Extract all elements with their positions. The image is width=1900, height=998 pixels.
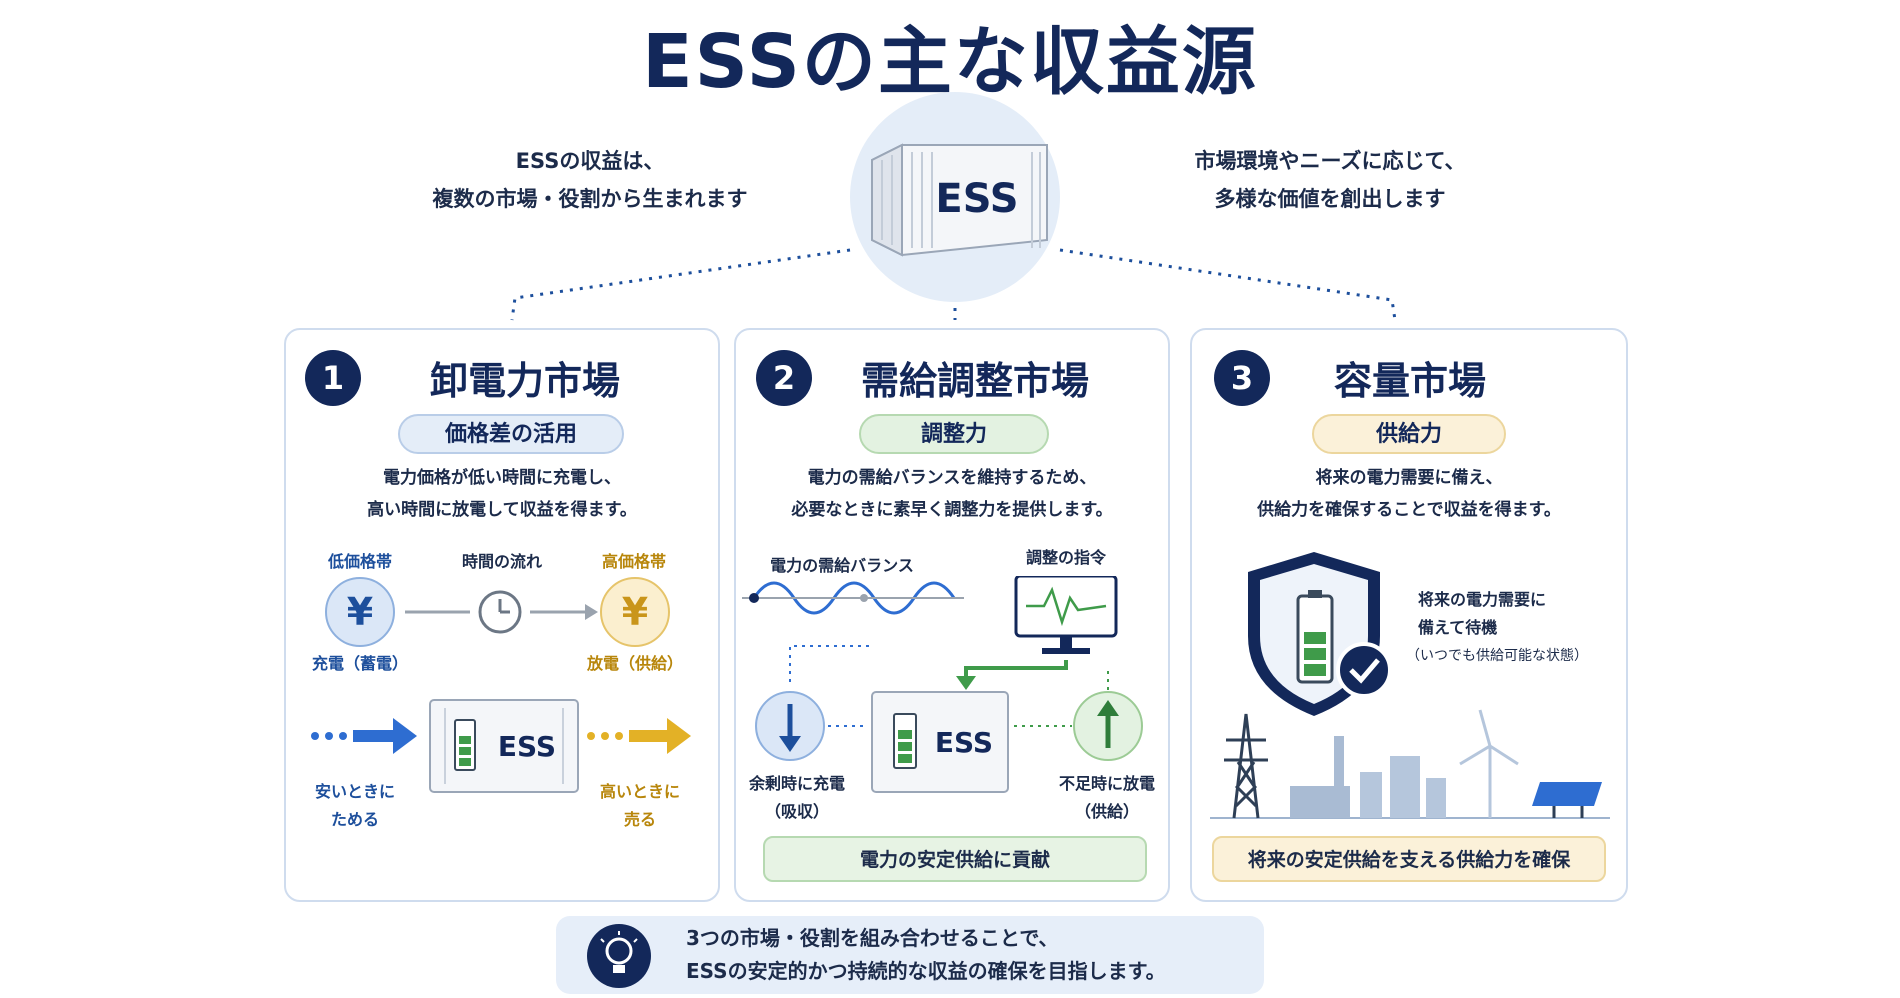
infrastructure-illustration bbox=[1210, 709, 1610, 819]
sell-label-line-1: 高いときに bbox=[599, 782, 680, 801]
power-tower-icon bbox=[1224, 713, 1268, 819]
buy-label-line-1: 安いときに bbox=[314, 782, 395, 801]
time-flow-label: 時間の流れ bbox=[461, 552, 542, 571]
card-1-number: 1 bbox=[305, 350, 361, 406]
card-1-desc: 電力価格が低い時間に充電し、 高い時間に放電して収益を得ます。 bbox=[294, 462, 710, 526]
buy-label: 安いときに ためる bbox=[295, 778, 415, 834]
card-3-desc-line-1: 将来の電力需要に備え、 bbox=[1315, 468, 1503, 488]
card-2-pill: 調整力 bbox=[859, 414, 1049, 454]
card-1-pill: 価格差の活用 bbox=[398, 414, 624, 454]
shortage-label: 不足時に放電 （供給） bbox=[1044, 770, 1170, 826]
surplus-label-line-1: 余剰時に充電 bbox=[748, 774, 845, 793]
sell-arrow-icon bbox=[667, 718, 691, 754]
low-price-label: 低価格帯 bbox=[327, 552, 392, 571]
card-3-desc-line-2: 供給力を確保することで収益を得ます。 bbox=[1257, 500, 1561, 520]
card-3-title: 容量市場 bbox=[1333, 359, 1486, 403]
factory-icon bbox=[1290, 736, 1350, 818]
battery-icon bbox=[454, 719, 476, 771]
lightbulb-icon bbox=[587, 924, 651, 988]
charge-label: 充電（蓄電） bbox=[311, 654, 408, 673]
intro-right-line-1: 市場環境やニーズに応じて、 bbox=[1194, 149, 1466, 173]
card-2-desc-line-2: 必要なときに素早く調整力を提供します。 bbox=[791, 500, 1113, 520]
page-title: ESSの主な収益源 bbox=[642, 19, 1258, 105]
card-2-title: 需給調整市場 bbox=[860, 359, 1089, 403]
hub-ess-label: ESS bbox=[935, 176, 1018, 222]
high-price-yen-glyph: ¥ bbox=[622, 590, 648, 634]
buy-label-line-2: ためる bbox=[330, 810, 379, 829]
shortage-label-line-1: 不足時に放電 bbox=[1058, 774, 1155, 793]
card-2-desc: 電力の需給バランスを維持するため、 必要なときに素早く調整力を提供します。 bbox=[744, 462, 1160, 526]
card-1-ess-graphic: ESS bbox=[311, 699, 691, 793]
sell-label: 高いときに 売る bbox=[580, 778, 700, 834]
balance-label: 電力の需給バランス bbox=[770, 556, 914, 575]
card-2-ess-text: ESS bbox=[935, 726, 993, 759]
card-2-balancing-graphic: ESS bbox=[742, 576, 1143, 793]
high-price-yen-icon bbox=[600, 577, 670, 647]
command-arrow bbox=[964, 660, 1068, 682]
standby-label-line-3: （いつでも供給可能な状態） bbox=[1406, 648, 1588, 664]
connector-left bbox=[510, 248, 851, 321]
card-2-desc-line-1: 電力の需給バランスを維持するため、 bbox=[807, 468, 1097, 488]
standby-label-line-1: 将来の電力需要に bbox=[1418, 590, 1547, 609]
surplus-label-line-2: （吸収） bbox=[764, 802, 829, 821]
summary-text: 3つの市場・役割を組み合わせることで、 ESSの安定的かつ持続的な収益の確保を目… bbox=[686, 922, 1166, 988]
summary-line-2: ESSの安定的かつ持続的な収益の確保を目指します。 bbox=[686, 959, 1166, 983]
card-3-desc: 将来の電力需要に備え、 供給力を確保することで収益を得ます。 bbox=[1200, 462, 1618, 526]
wind-turbine-icon bbox=[1459, 709, 1519, 818]
card-1-title: 卸電力市場 bbox=[429, 359, 620, 403]
connector-right bbox=[1059, 248, 1397, 321]
card-2-number: 2 bbox=[756, 350, 812, 406]
shield-battery-icon bbox=[1248, 552, 1392, 716]
surplus-label: 余剰時に充電 （吸収） bbox=[734, 770, 860, 826]
sell-label-line-2: 売る bbox=[623, 810, 656, 829]
summary-box bbox=[556, 916, 1264, 994]
discharge-label: 放電（供給） bbox=[586, 654, 683, 673]
check-icon bbox=[1336, 642, 1392, 698]
summary-line-1: 3つの市場・役割を組み合わせることで、 bbox=[686, 926, 1059, 950]
card-1-desc-line-2: 高い時間に放電して収益を得ます。 bbox=[367, 500, 637, 520]
card-3-band: 将来の安定供給を支える供給力を確保 bbox=[1212, 836, 1606, 882]
shortage-label-line-2: （供給） bbox=[1074, 802, 1139, 821]
intro-right: 市場環境やニーズに応じて、 多様な価値を創出します bbox=[1110, 142, 1550, 218]
hub-connectors bbox=[510, 248, 1397, 321]
balance-wave bbox=[752, 581, 956, 615]
card-2-band: 電力の安定供給に貢献 bbox=[763, 836, 1147, 882]
intro-right-line-2: 多様な価値を創出します bbox=[1214, 187, 1446, 211]
low-price-yen-icon bbox=[325, 577, 395, 647]
card-3-pill: 供給力 bbox=[1312, 414, 1506, 454]
high-price-label: 高価格帯 bbox=[601, 552, 666, 571]
card-1-ess-text: ESS bbox=[498, 730, 556, 763]
intro-left: ESSの収益は、 複数の市場・役割から生まれます bbox=[370, 142, 810, 218]
solar-panel-icon bbox=[1532, 782, 1602, 818]
low-price-yen-glyph: ¥ bbox=[347, 590, 373, 634]
card-1-desc-line-1: 電力価格が低い時間に充電し、 bbox=[383, 468, 621, 488]
standby-label: 将来の電力需要に 備えて待機 （いつでも供給可能な状態） bbox=[1406, 586, 1598, 670]
intro-left-line-1: ESSの収益は、 bbox=[515, 149, 665, 173]
card-3-number: 3 bbox=[1214, 350, 1270, 406]
standby-label-line-2: 備えて待機 bbox=[1418, 618, 1498, 637]
buy-arrow-icon bbox=[393, 718, 417, 754]
buildings-icon bbox=[1360, 756, 1446, 818]
ess-container-icon: ESS bbox=[871, 143, 1048, 257]
command-label: 調整の指令 bbox=[1025, 548, 1106, 567]
price-flow-graphic: ¥ ¥ bbox=[325, 577, 670, 647]
intro-left-line-2: 複数の市場・役割から生まれます bbox=[432, 187, 748, 211]
